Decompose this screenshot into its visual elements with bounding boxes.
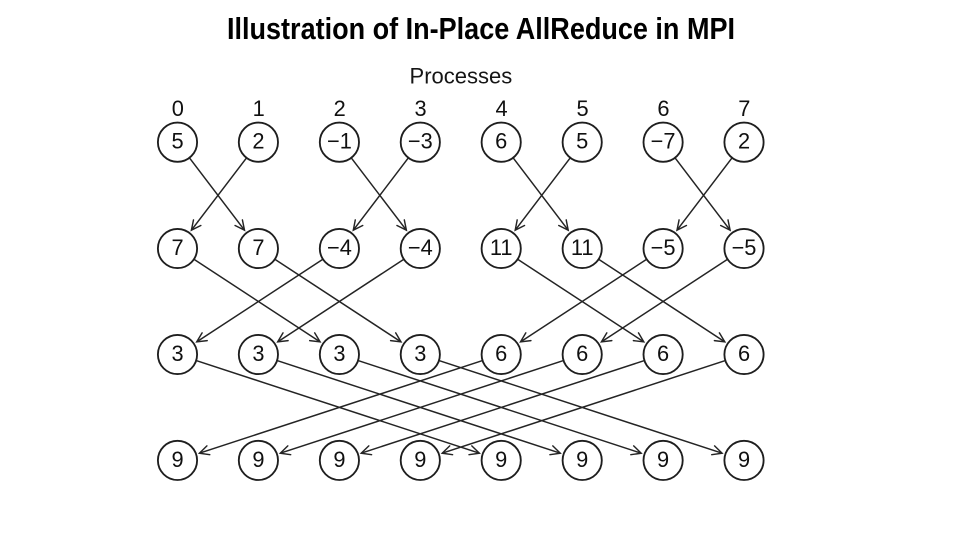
- svg-text:−1: −1: [327, 129, 352, 154]
- svg-text:5: 5: [576, 129, 588, 154]
- svg-text:11: 11: [490, 235, 513, 260]
- svg-text:9: 9: [576, 447, 588, 472]
- svg-text:9: 9: [171, 447, 183, 472]
- svg-text:6: 6: [657, 341, 669, 366]
- svg-text:−7: −7: [651, 129, 676, 154]
- svg-text:4: 4: [495, 96, 507, 121]
- svg-text:3: 3: [414, 341, 426, 366]
- svg-text:1: 1: [253, 96, 265, 121]
- svg-text:9: 9: [657, 447, 669, 472]
- svg-text:3: 3: [333, 341, 345, 366]
- svg-text:0: 0: [172, 96, 184, 121]
- svg-text:3: 3: [252, 341, 264, 366]
- svg-text:9: 9: [333, 447, 345, 472]
- svg-text:5: 5: [576, 96, 588, 121]
- svg-text:−4: −4: [408, 235, 433, 260]
- svg-text:5: 5: [171, 129, 183, 154]
- svg-text:6: 6: [495, 341, 507, 366]
- svg-text:9: 9: [414, 447, 426, 472]
- svg-text:7: 7: [252, 235, 264, 260]
- svg-text:7: 7: [171, 235, 183, 260]
- svg-text:2: 2: [334, 96, 346, 121]
- svg-text:3: 3: [415, 96, 427, 121]
- svg-text:−3: −3: [408, 129, 433, 154]
- svg-text:2: 2: [252, 129, 264, 154]
- svg-text:9: 9: [738, 447, 750, 472]
- svg-text:9: 9: [252, 447, 264, 472]
- svg-text:6: 6: [657, 96, 669, 121]
- svg-text:−4: −4: [327, 235, 352, 260]
- svg-text:6: 6: [738, 341, 750, 366]
- svg-text:9: 9: [495, 447, 507, 472]
- svg-text:3: 3: [171, 341, 183, 366]
- svg-text:11: 11: [571, 235, 594, 260]
- svg-text:Illustration of In-Place AllRe: Illustration of In-Place AllReduce in MP…: [227, 12, 735, 46]
- svg-text:7: 7: [738, 96, 750, 121]
- svg-text:−5: −5: [732, 235, 757, 260]
- svg-text:Processes: Processes: [410, 63, 513, 88]
- svg-text:−5: −5: [651, 235, 676, 260]
- svg-text:2: 2: [738, 129, 750, 154]
- svg-text:6: 6: [576, 341, 588, 366]
- svg-text:6: 6: [495, 129, 507, 154]
